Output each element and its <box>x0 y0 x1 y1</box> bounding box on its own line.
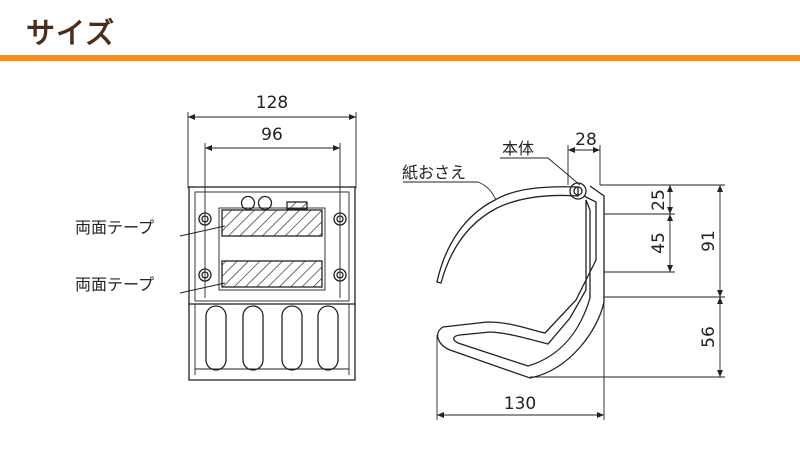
front-slot-2 <box>242 305 264 371</box>
front-upper-tape <box>221 209 323 237</box>
leader-lower-tape <box>179 282 226 294</box>
label-paper-holder: 紙おさえ <box>402 163 466 182</box>
page-title: サイズ <box>26 16 116 50</box>
dim-tape-span: 45 <box>649 232 669 254</box>
header: サイズ <box>0 0 800 61</box>
front-slot-3 <box>281 305 303 371</box>
dim-depth-top: 28 <box>575 130 597 150</box>
dim-total-length: 130 <box>504 394 536 414</box>
front-top-tab <box>286 201 308 210</box>
dim-lower-height: 56 <box>699 326 719 348</box>
label-body: 本体 <box>502 139 534 158</box>
leader-body <box>500 157 581 186</box>
label-upper-tape: 両面テープ <box>75 218 154 237</box>
side-paper-holder <box>436 186 579 284</box>
dim-overall-width: 128 <box>256 93 288 113</box>
front-slot-4 <box>317 305 339 371</box>
front-slot-1 <box>205 305 227 371</box>
side-body-inner <box>453 199 591 367</box>
side-pivot-inner <box>573 186 583 196</box>
front-lower-tape <box>221 260 323 288</box>
leader-paper-holder <box>403 181 497 201</box>
side-body-outer <box>437 185 605 379</box>
dim-body-height: 91 <box>699 230 719 252</box>
front-screw-bl <box>198 268 212 282</box>
dim-hole-spacing: 96 <box>261 125 283 145</box>
front-tray <box>188 304 356 381</box>
front-screw-br <box>333 268 347 282</box>
front-view <box>179 112 357 381</box>
side-view <box>403 145 725 420</box>
leader-upper-tape <box>179 225 226 237</box>
front-screw-tl <box>198 212 212 226</box>
dim-upper-offset: 25 <box>649 189 669 211</box>
header-divider <box>0 55 800 61</box>
front-back-plate <box>188 186 356 305</box>
label-lower-tape: 両面テープ <box>75 275 154 294</box>
front-screw-tr <box>333 212 347 226</box>
